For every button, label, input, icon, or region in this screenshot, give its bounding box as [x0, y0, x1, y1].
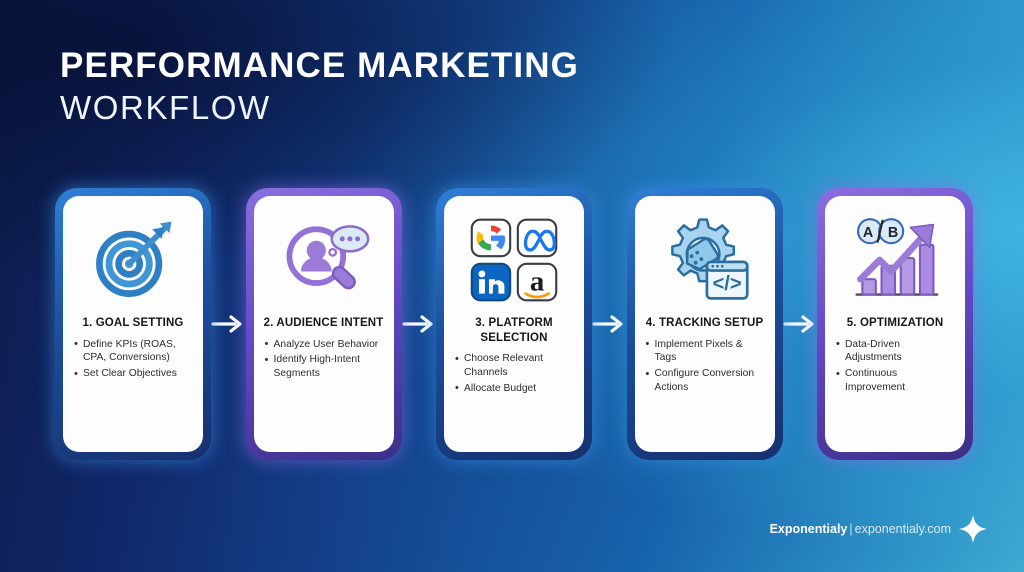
- footer-text: Exponentialy|exponentialy.com: [770, 522, 951, 536]
- step-title: 1. GOAL SETTING: [82, 317, 184, 329]
- magnifier-person-icon: [263, 206, 385, 314]
- bullet-item: Allocate Budget: [453, 381, 575, 395]
- gear-tag-code-icon: </>: [644, 206, 766, 314]
- bullet-item: Implement Pixels & Tags: [644, 337, 766, 365]
- bullet-item: Configure Conversion Actions: [644, 367, 766, 394]
- step-title: 4. TRACKING SETUP: [645, 317, 764, 329]
- svg-text:a: a: [530, 266, 544, 298]
- step-title: 5. OPTIMIZATION: [846, 317, 944, 329]
- step-bullets: Choose Relevant Channels Allocate Budget: [453, 352, 575, 397]
- ab-test-growth-chart-icon: A B: [834, 206, 956, 314]
- meta-logo: [516, 218, 558, 258]
- step-title: 2. AUDIENCE INTENT: [263, 317, 384, 329]
- svg-text:B: B: [888, 225, 898, 241]
- arrow-right-icon: [592, 188, 627, 460]
- bullet-item: Choose Relevant Channels: [453, 352, 575, 379]
- arrow-right-icon: [783, 188, 818, 460]
- platform-logos-icon: a: [453, 206, 575, 314]
- workflow-steps-row: 1. GOAL SETTING Define KPIs (ROAS, CPA, …: [55, 188, 973, 460]
- bullet-item: Data-Driven Adjustments: [834, 337, 956, 365]
- step-card-goal-setting[interactable]: 1. GOAL SETTING Define KPIs (ROAS, CPA, …: [55, 188, 211, 460]
- amazon-logo: a: [516, 262, 558, 302]
- brand-name: Exponentialy: [769, 522, 848, 536]
- bullet-item: Identify High-Intent Segments: [263, 353, 385, 380]
- footer-url[interactable]: exponentialy.com: [854, 522, 951, 536]
- page-subtitle: WORKFLOW: [60, 89, 271, 127]
- footer-separator: |: [849, 522, 853, 536]
- svg-text:A: A: [863, 225, 874, 241]
- step-card-optimization[interactable]: A B 5. OPTIMIZATION Data-Driven Adjustme…: [817, 188, 973, 460]
- linkedin-logo: [470, 262, 512, 302]
- bullet-item: Set Clear Objectives: [72, 367, 194, 381]
- step-card-tracking-setup[interactable]: </> 4. TRACKING SETUP Implement Pixels &…: [626, 188, 783, 460]
- step-bullets: Data-Driven Adjustments Continuous Impro…: [834, 337, 956, 397]
- sparkle-icon: [959, 515, 987, 543]
- svg-text:</>: </>: [712, 273, 741, 295]
- footer-branding: Exponentialy|exponentialy.com: [770, 514, 988, 544]
- bullet-item: Continuous Improvement: [834, 367, 956, 394]
- arrow-right-icon: [211, 188, 246, 460]
- bullet-item: Analyze User Behavior: [263, 337, 385, 351]
- step-title: 3. PLATFORM SELECTION: [475, 317, 553, 344]
- step-bullets: Define KPIs (ROAS, CPA, Conversions) Set…: [72, 337, 194, 383]
- page-header: PERFORMANCE MARKETING WORKFLOW: [60, 46, 579, 128]
- page-title: PERFORMANCE MARKETING: [60, 46, 579, 85]
- step-bullets: Analyze User Behavior Identify High-Inte…: [263, 337, 385, 383]
- bullet-item: Define KPIs (ROAS, CPA, Conversions): [72, 337, 194, 365]
- arrow-right-icon: [402, 188, 437, 460]
- step-card-audience-intent[interactable]: 2. AUDIENCE INTENT Analyze User Behavior…: [245, 188, 402, 460]
- google-logo: [470, 218, 512, 258]
- step-bullets: Implement Pixels & Tags Configure Conver…: [644, 337, 766, 397]
- step-card-platform-selection[interactable]: a 3. PLATFORM SELECTION Choose Relevant …: [436, 188, 592, 460]
- target-arrow-icon: [72, 206, 194, 314]
